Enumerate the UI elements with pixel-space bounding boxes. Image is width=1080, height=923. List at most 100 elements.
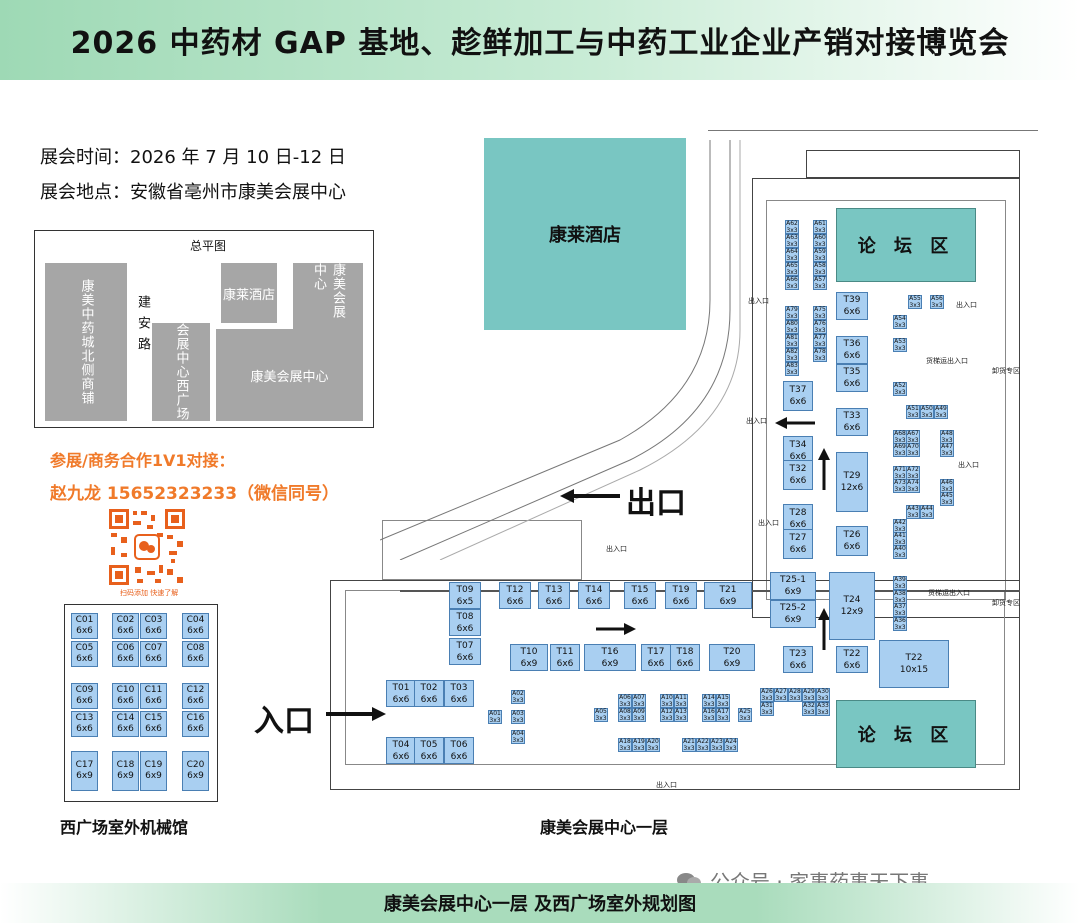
booth-c15[interactable]: C156x6 xyxy=(140,711,167,737)
booth-t08[interactable]: T086x6 xyxy=(449,609,481,636)
booth-a10[interactable]: A103x3 xyxy=(660,694,674,708)
booth-t32[interactable]: T326x6 xyxy=(783,460,813,490)
booth-t20[interactable]: T206x9 xyxy=(709,644,755,671)
booth-t37[interactable]: T376x6 xyxy=(783,381,813,411)
booth-t19[interactable]: T196x6 xyxy=(665,582,697,609)
booth-t04[interactable]: T046x6 xyxy=(386,737,416,764)
booth-a74[interactable]: A743x3 xyxy=(906,479,920,493)
booth-t35[interactable]: T356x6 xyxy=(836,364,868,392)
booth-c13[interactable]: C136x6 xyxy=(71,711,98,737)
booth-a64[interactable]: A643x3 xyxy=(785,248,799,262)
booth-a16[interactable]: A163x3 xyxy=(702,708,716,722)
booth-a71[interactable]: A713x3 xyxy=(893,466,907,480)
booth-a68[interactable]: A683x3 xyxy=(893,430,907,444)
booth-c09[interactable]: C096x6 xyxy=(71,683,98,709)
booth-a62[interactable]: A623x3 xyxy=(785,220,799,234)
booth-a06[interactable]: A063x3 xyxy=(618,694,632,708)
booth-c16[interactable]: C166x6 xyxy=(182,711,209,737)
booth-t25-1[interactable]: T25-16x9 xyxy=(770,572,816,600)
booth-a52[interactable]: A523x3 xyxy=(893,382,907,396)
booth-a48[interactable]: A483x3 xyxy=(940,430,954,444)
booth-a26[interactable]: A263x3 xyxy=(760,688,774,702)
booth-t36[interactable]: T366x6 xyxy=(836,336,868,364)
booth-t15[interactable]: T156x6 xyxy=(624,582,656,609)
booth-a27[interactable]: A273x3 xyxy=(774,688,788,702)
booth-a69[interactable]: A693x3 xyxy=(893,443,907,457)
booth-t01[interactable]: T016x6 xyxy=(386,680,416,707)
booth-a43[interactable]: A433x3 xyxy=(906,505,920,519)
booth-a01[interactable]: A013x3 xyxy=(488,710,502,724)
booth-a66[interactable]: A663x3 xyxy=(785,276,799,290)
booth-a45[interactable]: A453x3 xyxy=(940,492,954,506)
booth-t11[interactable]: T116x6 xyxy=(550,644,580,671)
booth-a21[interactable]: A213x3 xyxy=(682,738,696,752)
booth-a25[interactable]: A253x3 xyxy=(738,708,752,722)
booth-c11[interactable]: C116x6 xyxy=(140,683,167,709)
booth-a29[interactable]: A293x3 xyxy=(802,688,816,702)
booth-a80[interactable]: A803x3 xyxy=(785,320,799,334)
booth-a83[interactable]: A833x3 xyxy=(785,362,799,376)
booth-c01[interactable]: C016x6 xyxy=(71,613,98,639)
booth-a46[interactable]: A463x3 xyxy=(940,479,954,493)
booth-t07[interactable]: T076x6 xyxy=(449,638,481,665)
booth-a18[interactable]: A183x3 xyxy=(618,738,632,752)
booth-c12[interactable]: C126x6 xyxy=(182,683,209,709)
booth-t06[interactable]: T066x6 xyxy=(444,737,474,764)
booth-a60[interactable]: A603x3 xyxy=(813,234,827,248)
booth-a58[interactable]: A583x3 xyxy=(813,262,827,276)
booth-c14[interactable]: C146x6 xyxy=(112,711,139,737)
booth-a82[interactable]: A823x3 xyxy=(785,348,799,362)
booth-a19[interactable]: A193x3 xyxy=(632,738,646,752)
booth-c04[interactable]: C046x6 xyxy=(182,613,209,639)
booth-a81[interactable]: A813x3 xyxy=(785,334,799,348)
booth-a63[interactable]: A633x3 xyxy=(785,234,799,248)
booth-t14[interactable]: T146x6 xyxy=(578,582,610,609)
booth-t03[interactable]: T036x6 xyxy=(444,680,474,707)
booth-a22[interactable]: A223x3 xyxy=(696,738,710,752)
booth-a39[interactable]: A393x3 xyxy=(893,576,907,590)
booth-t26[interactable]: T266x6 xyxy=(836,526,868,556)
booth-a31[interactable]: A313x3 xyxy=(760,702,774,716)
booth-c06[interactable]: C066x6 xyxy=(112,641,139,667)
booth-a08[interactable]: A083x3 xyxy=(618,708,632,722)
booth-t16[interactable]: T166x9 xyxy=(584,644,636,671)
booth-a38[interactable]: A383x3 xyxy=(893,590,907,604)
booth-a55[interactable]: A553x3 xyxy=(908,295,922,309)
booth-c03[interactable]: C036x6 xyxy=(140,613,167,639)
booth-t21[interactable]: T216x9 xyxy=(704,582,752,609)
booth-a09[interactable]: A093x3 xyxy=(632,708,646,722)
booth-c18[interactable]: C186x9 xyxy=(112,751,139,791)
booth-a23[interactable]: A233x3 xyxy=(710,738,724,752)
booth-a54[interactable]: A543x3 xyxy=(893,315,907,329)
booth-a44[interactable]: A443x3 xyxy=(920,505,934,519)
booth-a42[interactable]: A423x3 xyxy=(893,519,907,533)
booth-a32[interactable]: A323x3 xyxy=(802,702,816,716)
booth-c10[interactable]: C106x6 xyxy=(112,683,139,709)
booth-a67[interactable]: A673x3 xyxy=(906,430,920,444)
booth-t02[interactable]: T026x6 xyxy=(414,680,444,707)
booth-a36[interactable]: A363x3 xyxy=(893,617,907,631)
booth-a41[interactable]: A413x3 xyxy=(893,532,907,546)
booth-t17[interactable]: T176x6 xyxy=(641,644,671,671)
booth-a07[interactable]: A073x3 xyxy=(632,694,646,708)
booth-t27[interactable]: T276x6 xyxy=(783,529,813,559)
booth-a57[interactable]: A573x3 xyxy=(813,276,827,290)
booth-a11[interactable]: A113x3 xyxy=(674,694,688,708)
booth-t33[interactable]: T336x6 xyxy=(836,408,868,436)
booth-a59[interactable]: A593x3 xyxy=(813,248,827,262)
booth-t22[interactable]: T226x6 xyxy=(836,646,868,673)
booth-t22[interactable]: T2210x15 xyxy=(879,640,949,688)
booth-c08[interactable]: C086x6 xyxy=(182,641,209,667)
booth-a14[interactable]: A143x3 xyxy=(702,694,716,708)
booth-a40[interactable]: A403x3 xyxy=(893,545,907,559)
booth-c05[interactable]: C056x6 xyxy=(71,641,98,667)
booth-a65[interactable]: A653x3 xyxy=(785,262,799,276)
booth-a13[interactable]: A133x3 xyxy=(674,708,688,722)
booth-a49[interactable]: A493x3 xyxy=(934,405,948,419)
booth-a33[interactable]: A333x3 xyxy=(816,702,830,716)
booth-a05[interactable]: A053x3 xyxy=(594,708,608,722)
booth-a61[interactable]: A613x3 xyxy=(813,220,827,234)
booth-a50[interactable]: A503x3 xyxy=(920,405,934,419)
booth-a70[interactable]: A703x3 xyxy=(906,443,920,457)
booth-t23[interactable]: T236x6 xyxy=(783,646,813,673)
